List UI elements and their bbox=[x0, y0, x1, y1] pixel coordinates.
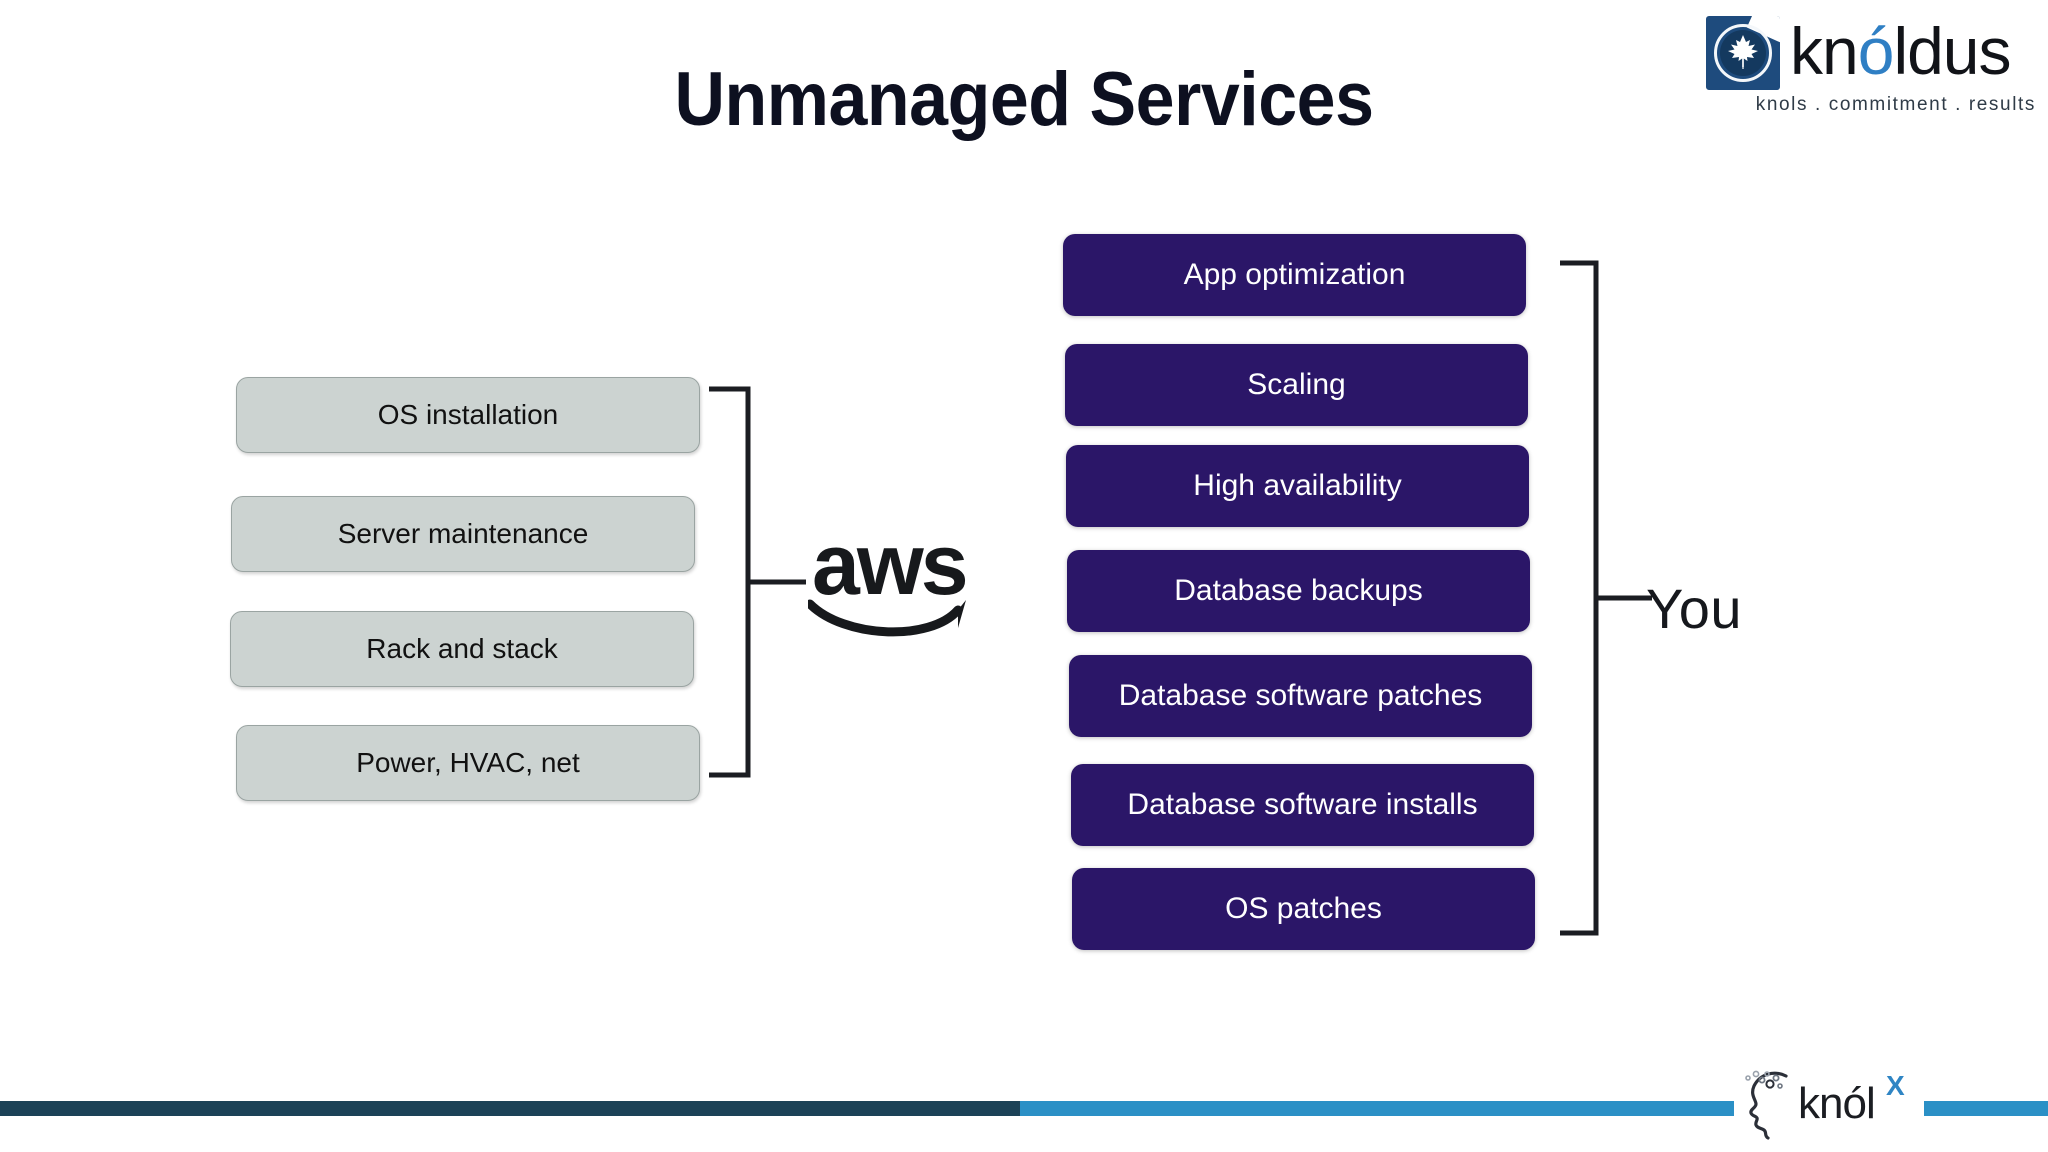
left-item-label: Server maintenance bbox=[337, 518, 589, 549]
knolx-logo: knól X bbox=[1734, 1068, 1924, 1148]
knoldus-logo-mark bbox=[1706, 16, 1780, 90]
list-item: Database software installs bbox=[1071, 764, 1534, 846]
knoldus-word-accent: ó bbox=[1857, 14, 1895, 88]
footer-bar-dark bbox=[0, 1101, 1020, 1116]
list-item: Database software patches bbox=[1069, 655, 1532, 737]
knoldus-wordmark: knóldus bbox=[1790, 12, 2012, 90]
maple-leaf-icon bbox=[1728, 35, 1758, 69]
list-item: Rack and stack bbox=[230, 611, 694, 687]
aws-smile-icon bbox=[808, 599, 966, 637]
left-group-bracket bbox=[706, 386, 812, 778]
list-item: Power, HVAC, net bbox=[236, 725, 700, 801]
you-label: You bbox=[1646, 577, 1742, 640]
aws-logo: aws bbox=[808, 522, 974, 640]
list-item: App optimization bbox=[1063, 234, 1526, 316]
right-item-label: Database software patches bbox=[1118, 679, 1483, 712]
knoldus-word-part2: ldus bbox=[1893, 14, 2011, 88]
list-item: OS patches bbox=[1072, 868, 1535, 950]
list-item: Scaling bbox=[1065, 344, 1528, 426]
right-group-bracket bbox=[1540, 260, 1660, 936]
list-item: OS installation bbox=[236, 377, 700, 453]
page-title: Unmanaged Services bbox=[674, 57, 1374, 142]
left-item-label: Power, HVAC, net bbox=[356, 747, 580, 778]
list-item: Database backups bbox=[1067, 550, 1530, 632]
left-item-label: OS installation bbox=[377, 399, 559, 430]
right-item-label: Database backups bbox=[1174, 574, 1423, 607]
right-item-label: OS patches bbox=[1225, 892, 1382, 925]
list-item: Server maintenance bbox=[231, 496, 695, 572]
knoldus-tagline: knols . commitment . results bbox=[1755, 94, 2036, 115]
logo-ring-outer bbox=[1714, 24, 1772, 82]
right-item-label: High availability bbox=[1193, 469, 1402, 502]
knolx-head-thought-icon bbox=[1745, 1070, 1788, 1140]
knolx-wordmark: knól bbox=[1798, 1079, 1876, 1128]
left-item-label: Rack and stack bbox=[366, 633, 558, 664]
knoldus-word-part1: kn bbox=[1790, 14, 1859, 88]
knolx-superscript: X bbox=[1886, 1070, 1905, 1101]
right-item-label: Database software installs bbox=[1127, 788, 1478, 821]
knoldus-logo: knóldus knols . commitment . results bbox=[1706, 12, 2036, 115]
right-item-label: Scaling bbox=[1247, 368, 1346, 401]
list-item: High availability bbox=[1066, 445, 1529, 527]
right-item-label: App optimization bbox=[1183, 258, 1406, 291]
aws-wordmark: aws bbox=[812, 517, 969, 613]
